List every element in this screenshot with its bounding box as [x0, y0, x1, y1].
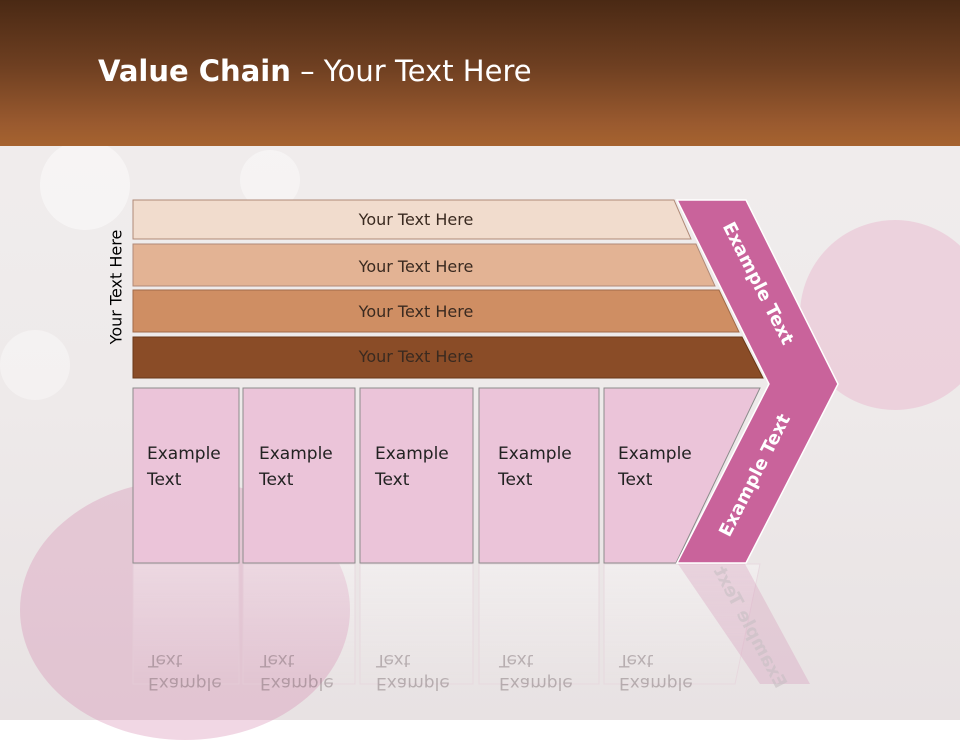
box-4: Example Text	[478, 387, 600, 564]
box-3-line2: Text	[374, 470, 410, 490]
box-1-line1: Example	[147, 444, 221, 464]
band-4: Your Text Here	[132, 336, 764, 379]
box-3: Example Text	[359, 387, 474, 564]
box-3-line1: Example	[375, 444, 449, 464]
band-3: Your Text Here	[132, 289, 740, 333]
band-4-label: Your Text Here	[358, 347, 474, 366]
reflection-box-text-4b: Example	[499, 673, 573, 693]
header-bar	[0, 0, 960, 146]
reflection-box-text-3b: Example	[376, 673, 450, 693]
bokeh-light	[40, 140, 130, 230]
bokeh-light	[0, 330, 70, 400]
box-5-line2: Text	[617, 470, 653, 490]
page-title: Value Chain – Your Text Here	[98, 54, 532, 88]
reflection-box-text-2b: Example	[260, 673, 334, 693]
box-2-line2: Text	[258, 470, 294, 490]
value-chain-diagram: Text Example Text Example Text Example T…	[132, 199, 839, 693]
reflection-box-text-4: Text	[498, 650, 534, 670]
reflection-box-text-3: Text	[375, 650, 411, 670]
box-4-line2: Text	[497, 470, 533, 490]
band-1-label: Your Text Here	[358, 210, 474, 229]
box-1: Example Text	[132, 387, 240, 564]
box-1-line2: Text	[146, 470, 182, 490]
box-4-line1: Example	[498, 444, 572, 464]
reflection-box-text-5: Text	[618, 650, 654, 670]
box-5-line1: Example	[618, 444, 692, 464]
reflection-box-text-1b: Example	[148, 673, 222, 693]
band-2-label: Your Text Here	[358, 257, 474, 276]
box-2-line1: Example	[259, 444, 333, 464]
box-2: Example Text	[242, 387, 356, 564]
reflection-box-text-5b: Example	[619, 673, 693, 693]
box-5: Example Text	[603, 387, 761, 564]
band-1: Your Text Here	[132, 199, 692, 240]
reflection-box-text-1: Text	[147, 650, 183, 670]
title-bold: Value Chain	[98, 54, 291, 88]
band-2: Your Text Here	[132, 243, 716, 287]
reflection	[132, 563, 810, 685]
title-rest: – Your Text Here	[290, 54, 532, 88]
band-3-label: Your Text Here	[358, 302, 474, 321]
reflection-box-text-2: Text	[259, 650, 295, 670]
